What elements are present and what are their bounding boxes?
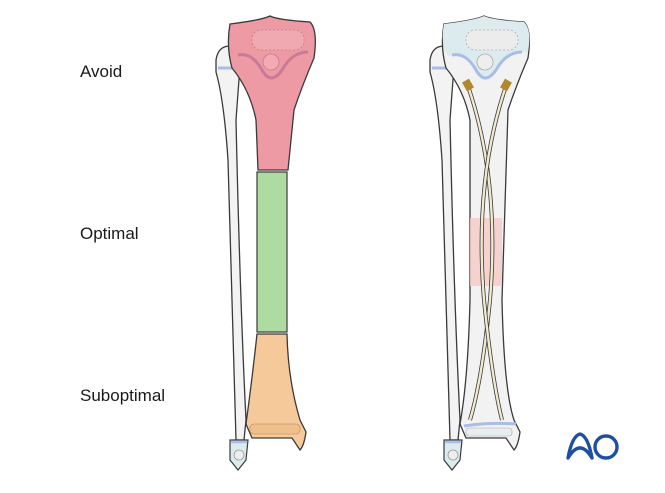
zone-optimal [256,171,288,333]
ao-logo [566,432,619,460]
left-fibula [215,45,249,471]
label-suboptimal: Suboptimal [80,386,166,405]
elastic-nails [462,78,512,421]
right-fibula [429,45,463,471]
zone-avoid [227,15,316,171]
left-leg-bones [215,15,316,471]
zone-suboptimal [245,333,307,452]
label-avoid: Avoid [80,62,123,81]
target-zone-band [470,218,502,286]
label-optimal: Optimal [80,224,139,243]
right-leg-bones [429,15,530,471]
